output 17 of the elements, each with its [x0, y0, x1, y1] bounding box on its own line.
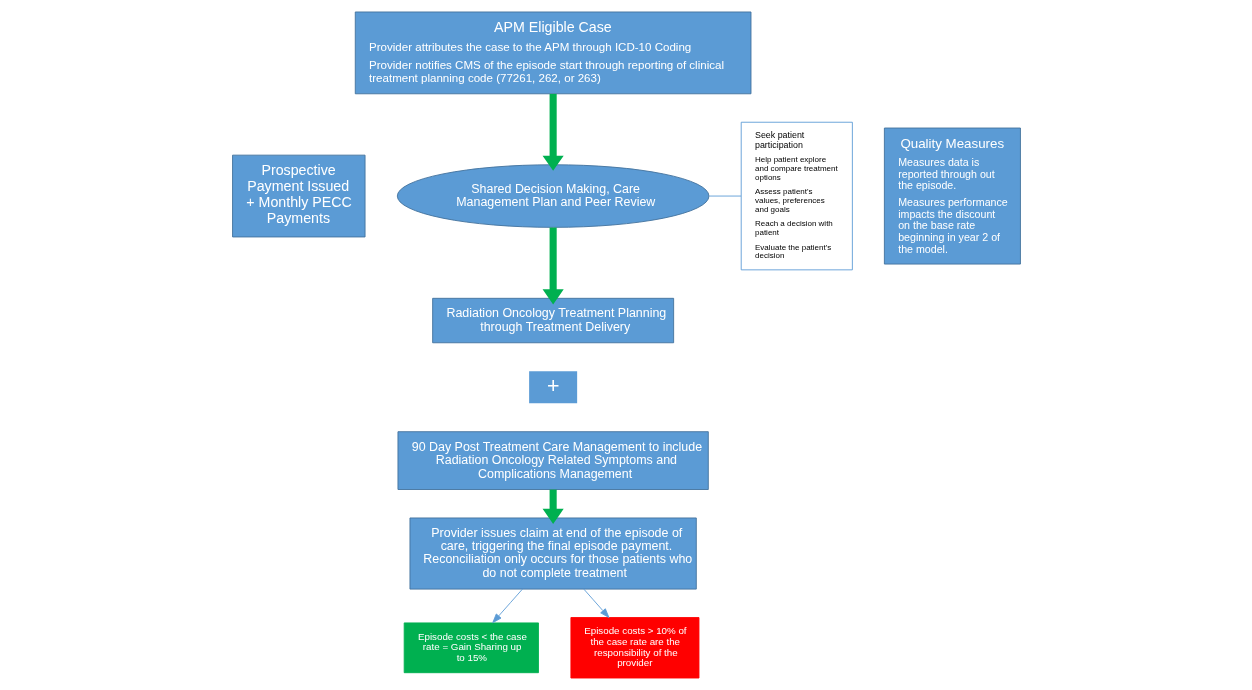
node-ellipse: Shared Decision Making, Care Management Plan and Peer Review [396, 164, 709, 228]
connector [708, 195, 741, 197]
node-box: 90 Day Post Treatment Care Management to include Radiation Oncology Related Symptoms and Complications Management [397, 431, 709, 490]
node-box: Episode costs < the case rate = Gain Sharing up to 15% [403, 622, 539, 674]
node-box: Quality Measures Measures data is reported through out the episode. Measures performance impacts the discount on the base rate beginning in year 2 of the model. [883, 127, 1021, 265]
node-box: Radiation Oncology Treatment Planning through Treatment Delivery [431, 297, 674, 344]
node-box: Episode costs > 10% of the case rate are the responsibility of the provider [569, 617, 699, 679]
node-box: Seek patient participation Help patient explore and compare treatment options Assess patient's values, preferences and goals Reach a decision with patient Evaluate the patient's decision [740, 121, 853, 271]
arrow [542, 93, 564, 171]
arrow [542, 489, 564, 524]
arrow [582, 588, 609, 618]
node-box: APM Eligible Case Provider attributes the case to the APM through ICD-10 Coding Provider notifies CMS of the episode start through reporting of clinical treatment planning code (77261, 262, or 263) [354, 11, 751, 95]
arrow [542, 227, 564, 305]
label: + [546, 373, 559, 398]
arrow [491, 588, 523, 624]
node-box: Provider issues claim at end of the episode of care, triggering the final episode payment. Reconciliation only occurs for those patients who do not complete treatment [409, 517, 697, 590]
node-box: Prospective Payment Issued + Monthly PECC Payments [231, 154, 365, 238]
